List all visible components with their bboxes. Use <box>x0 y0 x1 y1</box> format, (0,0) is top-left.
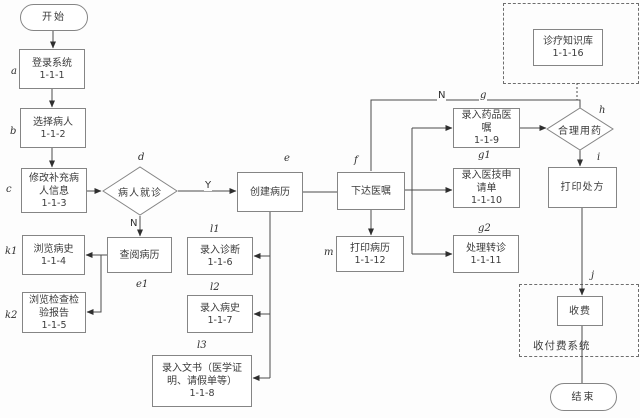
node-enter-diagnosis-label: 录入诊断 <box>200 244 240 256</box>
node-handle-referral-code: 1-1-11 <box>470 254 502 266</box>
annotation-f: f <box>353 155 359 166</box>
node-review-record-label: 查阅病历 <box>119 249 160 261</box>
node-knowledge-base-label: 诊疗知识库 <box>543 36 593 47</box>
annotation-e: e <box>283 153 291 164</box>
diamond-rational-drug <box>546 107 614 151</box>
node-charge-label: 收费 <box>569 305 591 317</box>
annotation-g1: g1 <box>477 150 492 161</box>
node-browse-reports-code: 1-1-5 <box>41 319 67 331</box>
node-handle-referral: 处理转诊 1-1-11 <box>453 235 519 273</box>
node-print-record: 打印病历 1-1-12 <box>336 236 404 272</box>
edge-rational-orders-N <box>370 99 581 171</box>
annotation-k2: k2 <box>4 310 19 321</box>
node-start: 开始 <box>20 4 88 31</box>
node-charge: 收费 <box>557 296 603 326</box>
annotation-l1: l1 <box>209 224 221 235</box>
decision-patient-visit-label: 病人就诊 <box>118 187 162 199</box>
node-enter-history-label: 录入病史 <box>200 302 240 314</box>
annotation-l2: l2 <box>209 282 221 293</box>
node-enter-history: 录入病史 1-1-7 <box>187 295 253 333</box>
node-print-record-label: 打印病历 <box>350 242 390 254</box>
node-select-patient-label: 选择病人 <box>33 116 73 128</box>
node-browse-history-label: 浏览病史 <box>33 243 74 255</box>
annotation-a: a <box>10 66 18 77</box>
edge-review-browsereports <box>86 255 102 315</box>
node-enter-history-code: 1-1-7 <box>207 314 233 326</box>
annotation-d: d <box>137 152 146 163</box>
node-knowledge-base-code: 1-1-16 <box>552 48 584 59</box>
node-issue-orders: 下达医嘱 <box>337 172 405 210</box>
node-start-label: 开始 <box>42 12 66 23</box>
node-print-record-code: 1-1-12 <box>354 254 386 266</box>
diamond-patient-visit <box>102 166 178 216</box>
node-create-record-label: 创建病历 <box>250 186 290 198</box>
annotation-k1: k1 <box>4 246 19 257</box>
node-print-prescription: 打印处方 <box>548 167 617 208</box>
annotation-m: m <box>323 247 335 258</box>
node-knowledge-base: 诊疗知识库 1-1-16 <box>533 29 603 66</box>
annotation-g2: g2 <box>477 223 492 234</box>
edge-label-no-patient-visit: N <box>129 218 139 229</box>
node-browse-history: 浏览病史 1-1-4 <box>22 235 85 275</box>
annotation-j: j <box>590 270 596 281</box>
node-update-patient-info: 修改补充病人信息 1-1-3 <box>21 168 87 213</box>
node-select-patient: 选择病人 1-1-2 <box>20 108 86 148</box>
edge-orders-branch <box>405 128 413 254</box>
node-login-system-label: 登录系统 <box>32 57 72 69</box>
edge-label-no-rational-drug: N <box>437 90 447 101</box>
decision-rational-drug-use: 合理用药 <box>547 108 613 150</box>
node-enter-documents: 录入文书（医学证明、请假单等） 1-1-8 <box>152 355 252 407</box>
payment-system-group-box: 收付费系统 <box>519 284 639 357</box>
node-enter-diagnosis: 录入诊断 1-1-6 <box>187 237 253 275</box>
node-enter-documents-code: 1-1-8 <box>189 388 215 399</box>
node-end: 结束 <box>550 383 617 411</box>
knowledge-base-group-box <box>503 3 639 84</box>
node-enter-diagnosis-code: 1-1-6 <box>207 256 233 268</box>
node-login-system-code: 1-1-1 <box>39 69 65 81</box>
annotation-c: c <box>5 184 13 195</box>
node-select-patient-code: 1-1-2 <box>40 128 66 140</box>
node-login-system: 登录系统 1-1-1 <box>19 49 85 89</box>
node-browse-reports-label: 浏览检查检验报告 <box>29 294 79 319</box>
annotation-b: b <box>9 126 18 137</box>
node-enter-drug-orders-label: 录入药品医嘱 <box>461 110 512 134</box>
node-browse-history-code: 1-1-4 <box>41 255 66 267</box>
edge-label-yes: Y <box>204 180 213 191</box>
decision-patient-visit: 病人就诊 <box>102 166 178 216</box>
node-enter-tech-requests-code: 1-1-10 <box>470 195 503 206</box>
payment-system-label: 收付费系统 <box>533 340 591 352</box>
node-browse-reports: 浏览检查检验报告 1-1-5 <box>22 292 86 333</box>
node-issue-orders-label: 下达医嘱 <box>351 185 391 197</box>
annotation-g: g <box>479 90 488 101</box>
node-end-label: 结束 <box>571 391 596 403</box>
node-update-patient-info-label: 修改补充病人信息 <box>29 172 79 197</box>
node-update-patient-info-code: 1-1-3 <box>41 197 67 209</box>
node-enter-documents-label: 录入文书（医学证明、请假单等） <box>162 363 242 387</box>
node-enter-tech-requests-label: 录入医技申请单 <box>461 170 512 194</box>
node-print-prescription-label: 打印处方 <box>560 182 605 193</box>
annotation-i: i <box>596 152 602 163</box>
annotation-e1: e1 <box>135 279 150 290</box>
annotation-h: h <box>598 105 607 116</box>
node-create-record: 创建病历 <box>237 172 303 212</box>
node-enter-drug-orders-code: 1-1-9 <box>474 135 499 146</box>
node-enter-tech-requests: 录入医技申请单 1-1-10 <box>453 168 520 208</box>
decision-rational-drug-use-label: 合理用药 <box>558 125 602 137</box>
node-review-record: 查阅病历 <box>107 237 172 273</box>
annotation-l3: l3 <box>196 340 208 351</box>
node-handle-referral-label: 处理转诊 <box>466 242 506 254</box>
node-enter-drug-orders: 录入药品医嘱 1-1-9 <box>453 108 520 148</box>
